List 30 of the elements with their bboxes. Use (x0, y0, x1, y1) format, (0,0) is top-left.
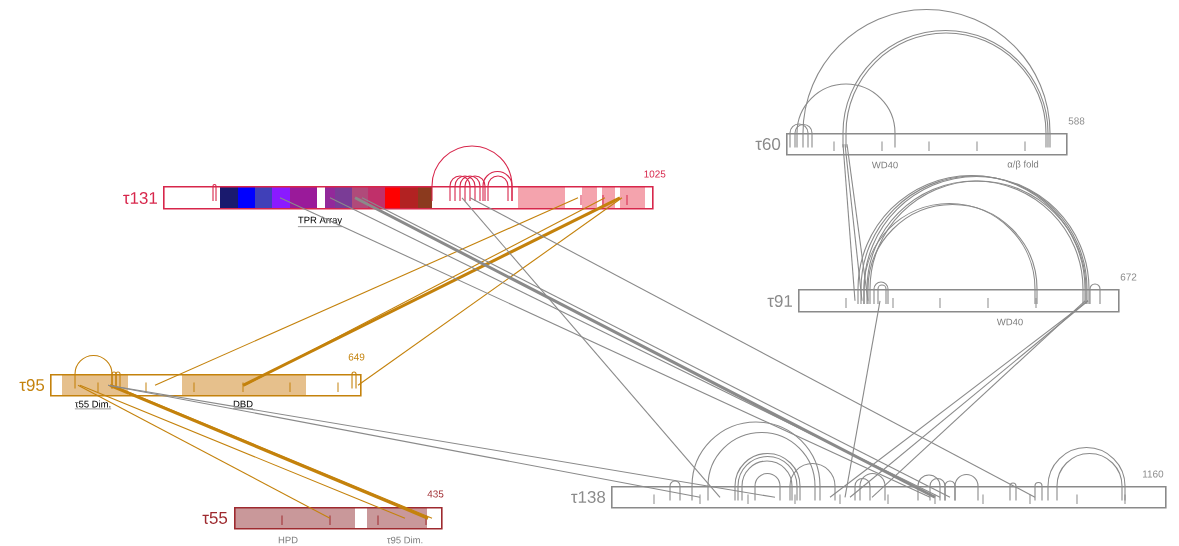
length-label: 588 (1068, 117, 1085, 125)
domain-label: τ95 Dim. (386, 536, 424, 544)
crosslink-line (357, 197, 623, 386)
length-label: 1160 (1142, 470, 1164, 478)
crosslink-line (79, 384, 406, 519)
protein-name: τ131 (123, 192, 157, 204)
crosslink-line (469, 197, 1036, 498)
crosslink-line (846, 143, 869, 302)
length-label: 649 (348, 353, 365, 361)
domain-label: α/β fold (1006, 160, 1040, 170)
domain-label: τ55 Dim. (74, 400, 112, 410)
crosslink-line (844, 300, 881, 498)
domain-label: WD40 (996, 318, 1024, 326)
length-label: 1025 (644, 170, 666, 178)
crosslink-line (842, 143, 856, 302)
length-label: 672 (1120, 273, 1137, 281)
crosslink-line (154, 197, 579, 386)
crosslink-line (461, 197, 721, 498)
protein-name: τ95 (19, 379, 45, 391)
domain-label: WD40 (871, 161, 899, 169)
protein-name: τ138 (571, 491, 606, 503)
crosslink-line (77, 384, 331, 519)
length-label: 435 (427, 490, 444, 498)
protein-name: τ55 (202, 512, 228, 524)
crosslink-line (844, 143, 863, 302)
protein-name: τ91 (767, 295, 792, 307)
domain-label: DBD (232, 400, 254, 410)
domain-label: TPR Array (297, 216, 343, 228)
protein-name: τ60 (755, 138, 781, 150)
domain-label: HPD (277, 536, 299, 544)
